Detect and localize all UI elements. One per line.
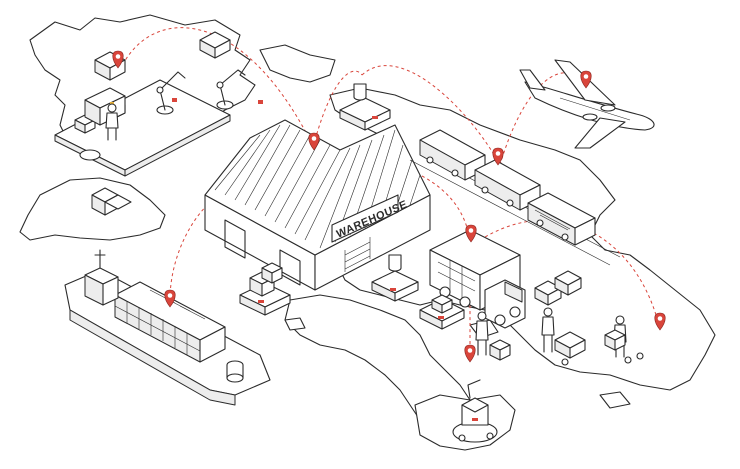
continent-greenland [259, 44, 336, 83]
robot-carrier-truck [419, 294, 465, 330]
route-warehouse-robot [314, 70, 363, 141]
pin-train-icon [492, 147, 504, 166]
box-stack-left [91, 187, 132, 216]
box-stack-right [534, 270, 582, 306]
pin-destination-icon [654, 312, 666, 331]
factory-worker [105, 103, 119, 141]
pin-airplane-icon [580, 70, 592, 89]
robot-delivery-bottom [452, 379, 498, 443]
robot-forklift-accent [258, 300, 264, 303]
courier-dolly [604, 315, 644, 364]
ship-containers [114, 281, 226, 363]
worker-hand-truck [541, 307, 586, 366]
pin-warehouse-icon [308, 132, 320, 151]
robot-carrier-accent [390, 288, 396, 291]
warehouse-shelves [344, 237, 371, 272]
robot-forklift-left [239, 262, 291, 316]
route-truck-destination [479, 219, 661, 331]
robot-top-accent [372, 116, 378, 119]
truck-cargo-boxes [437, 260, 476, 298]
location-pins [112, 50, 666, 363]
factory-stool [79, 149, 101, 161]
warehouse-roof-stripes [214, 124, 421, 249]
warehouse-door-1 [224, 219, 246, 259]
pin-truck-icon [465, 224, 477, 243]
cargo-ship [64, 249, 271, 406]
robot-top [339, 83, 391, 131]
island-3 [599, 391, 631, 409]
robot-arm-2 [216, 69, 246, 110]
continent-south-america [19, 177, 166, 241]
robot-carrier-warehouse [371, 254, 419, 302]
warehouse-building: WAREHOUSE [204, 119, 431, 291]
route-factory-warehouse [119, 27, 311, 141]
freight-train [409, 129, 621, 266]
robot-truck-accent [438, 316, 444, 319]
delivery-truck [429, 229, 526, 329]
factory-accent-2 [258, 100, 263, 104]
pin-factory-icon [112, 50, 124, 69]
robot-arm-1 [156, 71, 186, 115]
pin-robot-icon [464, 344, 476, 363]
warehouse-door-2 [279, 249, 301, 286]
island-1 [284, 317, 306, 331]
route-robot-train [361, 65, 501, 166]
factory-accent-1 [172, 98, 177, 102]
worker-with-box [475, 311, 511, 361]
factory-assembly-line [54, 31, 263, 177]
robot-bottom-accent [472, 418, 478, 421]
pin-ship-icon [164, 289, 176, 308]
airplane [519, 59, 655, 149]
